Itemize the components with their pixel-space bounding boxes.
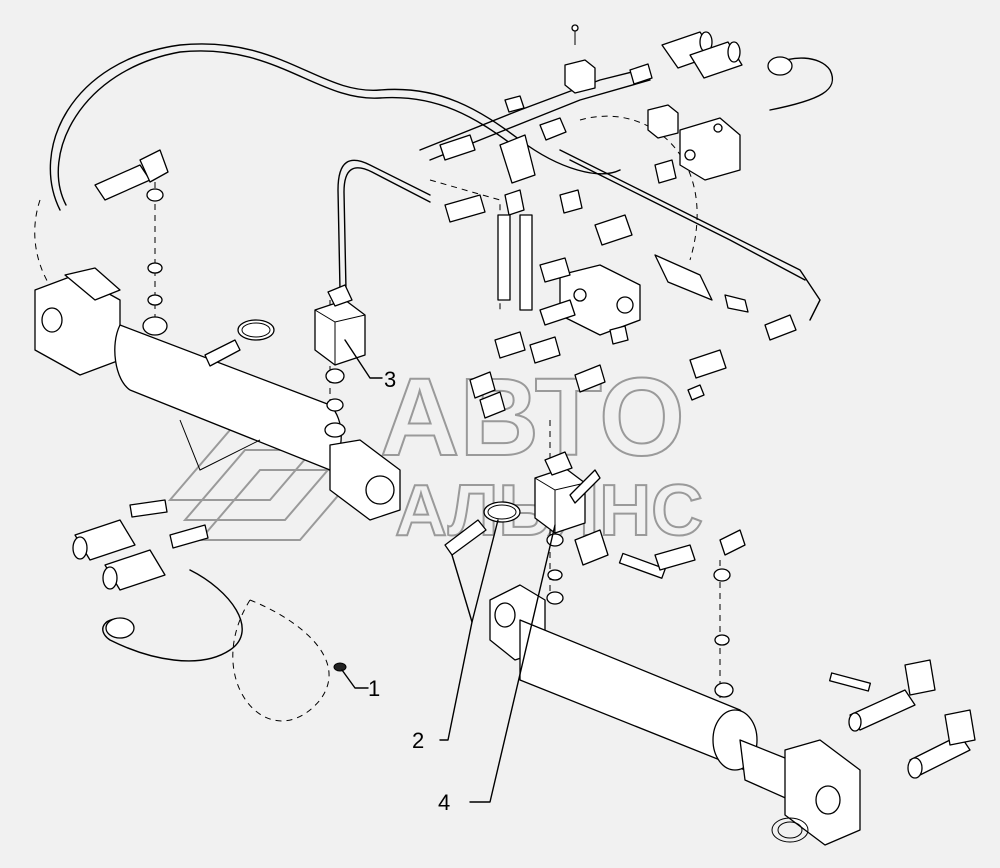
hose-line-a (419, 69, 641, 151)
watermark: АВТО АЛЬЯНС (167, 355, 704, 552)
dust-cap-right (767, 56, 793, 76)
hose-line-d (569, 159, 806, 281)
quick-coupler-left-1 (72, 519, 136, 561)
dust-cap-strap-right (769, 57, 834, 111)
quick-coupler-left-2 (102, 549, 166, 591)
clamp-blocks (564, 24, 679, 139)
part-1-plug (333, 662, 347, 672)
quick-coupler-top-2 (689, 41, 743, 79)
dust-cap-strap-left (102, 569, 243, 662)
callout-2: 2 (412, 728, 424, 753)
tube-upper-left (337, 159, 431, 291)
hose-line-c (559, 149, 821, 321)
leader-1 (341, 669, 369, 689)
leader-4 (469, 524, 556, 803)
part-3-solenoid-valve (314, 284, 366, 366)
hydraulic-cylinder-lower (489, 584, 861, 846)
valve-block-center (559, 264, 641, 336)
callout-4: 4 (438, 790, 450, 815)
part-2-sleeve-ring (204, 319, 521, 556)
fittings (94, 63, 797, 698)
callout-3: 3 (384, 367, 396, 392)
leader-3 (344, 339, 383, 379)
valve-block-top-right (679, 117, 741, 181)
hose-loop-top (49, 43, 621, 211)
tube-upper-left-2 (343, 167, 431, 291)
assembly-line-7 (579, 115, 698, 261)
dust-cap-left (105, 617, 135, 639)
callout-1: 1 (368, 676, 380, 701)
hydraulic-cylinder-upper (34, 267, 401, 521)
pin-assembly (828, 659, 976, 779)
leader-2b (471, 519, 499, 623)
assembly-line-6 (232, 599, 330, 722)
watermark-line1: АВТО (380, 356, 685, 479)
hose-loop-top-inner (57, 50, 515, 206)
leader-2a (439, 554, 473, 741)
part-4-solenoid-valve (534, 451, 601, 534)
